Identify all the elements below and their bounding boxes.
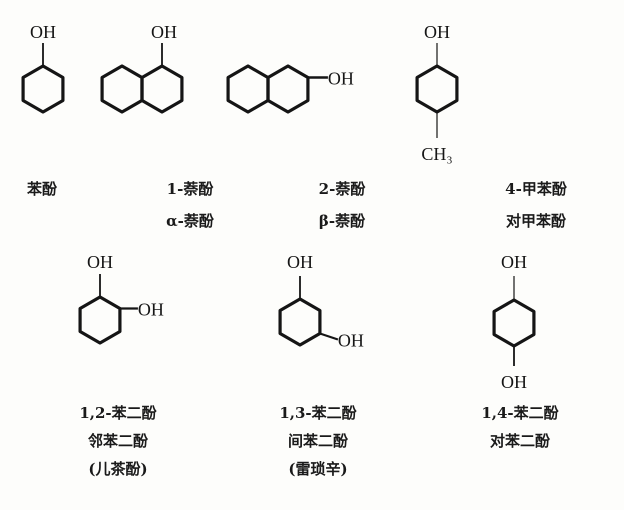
1-naphthol-right-ring [140, 64, 184, 114]
resorcinol-oh2-bond [319, 332, 339, 341]
label-1-naphthol: 1-萘酚 [166, 180, 214, 198]
label-1-4-benzenediol: 1,4-苯二酚 [481, 404, 559, 422]
label-alpha-naphthol: α-萘酚 [166, 212, 214, 230]
p-cresol-oh-group: OH [424, 22, 450, 42]
label-resorcinol-cn: 间苯二酚 [287, 432, 349, 450]
1-naphthol-left-ring [100, 64, 144, 114]
label-4-methylphenol: 4-甲苯酚 [505, 180, 567, 198]
phenol-oh-group: OH [30, 22, 56, 42]
label-1-3-benzenediol: 1,3-苯二酚 [279, 404, 357, 422]
1-naphthol-oh-group: OH [151, 22, 177, 42]
label-p-cresol: 对甲苯酚 [505, 212, 567, 230]
label-hydroquinone-cn: 对苯二酚 [489, 432, 551, 450]
2-naphthol-right-ring [266, 64, 310, 114]
catechol-ring [78, 295, 122, 345]
label-catechol-alt: (儿茶酚) [88, 460, 148, 478]
hydroquinone-ring [492, 298, 536, 348]
resorcinol-oh2-group: OH [338, 331, 364, 351]
p-cresol-ring [415, 64, 459, 114]
2-naphthol-left-ring [226, 64, 270, 114]
resorcinol-ring [278, 297, 322, 347]
phenol-ring [21, 64, 65, 114]
label-1-2-benzenediol: 1,2-苯二酚 [79, 404, 157, 422]
catechol-oh2-group: OH [138, 300, 164, 320]
resorcinol-oh1-group: OH [287, 252, 313, 272]
label-beta-naphthol: β-萘酚 [318, 212, 366, 230]
label-resorcinol-alt: (雷琐辛) [288, 460, 348, 478]
p-cresol-ch3-group: CH₃ [421, 144, 452, 164]
label-catechol-cn: 邻苯二酚 [87, 432, 149, 450]
2-naphthol-oh-group: OH [328, 69, 354, 89]
catechol-oh1-group: OH [87, 252, 113, 272]
label-2-naphthol: 2-萘酚 [318, 180, 366, 198]
hydroquinone-oh1-group: OH [501, 252, 527, 272]
label-phenol: 苯酚 [26, 180, 58, 198]
hydroquinone-oh2-group: OH [501, 372, 527, 392]
